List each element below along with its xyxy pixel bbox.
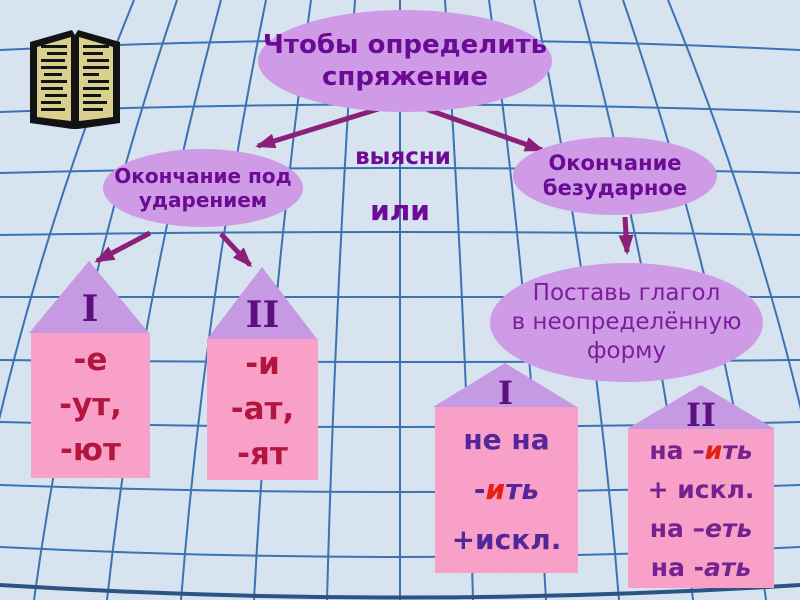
rule-line: + искл. — [647, 474, 755, 504]
house-right1-roof — [433, 363, 577, 407]
ending-line: -е — [73, 342, 108, 378]
rule-line: +искл. — [451, 523, 562, 556]
rule-line: на –ить — [649, 435, 753, 465]
ending-line: -ут, — [59, 387, 122, 423]
infinitive-ellipse: Поставь глагол в неопределённую форму — [490, 263, 763, 382]
house-right2-roof-label: II — [686, 396, 716, 434]
house-left1-roof — [29, 261, 149, 333]
house-right1-body: не на -ить +искл. — [435, 407, 578, 573]
arrow-unstressed-to-infinitive — [618, 216, 634, 255]
or-label: или — [370, 194, 430, 227]
rule-line: на –еть — [649, 513, 753, 543]
ending-line: -ат, — [230, 391, 295, 427]
rule-line: -ить — [473, 473, 540, 506]
arrow-stressed-to-house1 — [94, 230, 152, 264]
title-ellipse: Чтобы определить спряжение — [258, 10, 552, 112]
rule-line: на -ать — [650, 552, 752, 582]
rule-line: не на — [463, 423, 550, 456]
house-right1-roof-label: I — [498, 374, 513, 412]
ending-line: -ят — [237, 436, 288, 472]
find-out-label: выясни — [355, 144, 451, 170]
house-left2-roof-label: II — [245, 294, 280, 336]
house-right2-body: на –ить + искл. на –еть на -ать — [628, 429, 774, 588]
open-book-icon — [30, 30, 120, 129]
house-left2-roof — [207, 267, 317, 339]
stressed-ending-ellipse: Окончание под ударением — [103, 149, 303, 227]
house-left2-body: -и -ат, -ят — [207, 339, 318, 480]
house-left1-body: -е -ут, -ют — [31, 333, 150, 478]
unstressed-ending-ellipse: Окончание безударное — [513, 137, 717, 215]
ending-line: -и — [245, 346, 280, 382]
arrow-stressed-to-house2 — [219, 232, 253, 268]
house-right2-roof — [627, 385, 775, 429]
house-left1-roof-label: I — [81, 288, 99, 330]
ending-line: -ют — [60, 432, 121, 468]
